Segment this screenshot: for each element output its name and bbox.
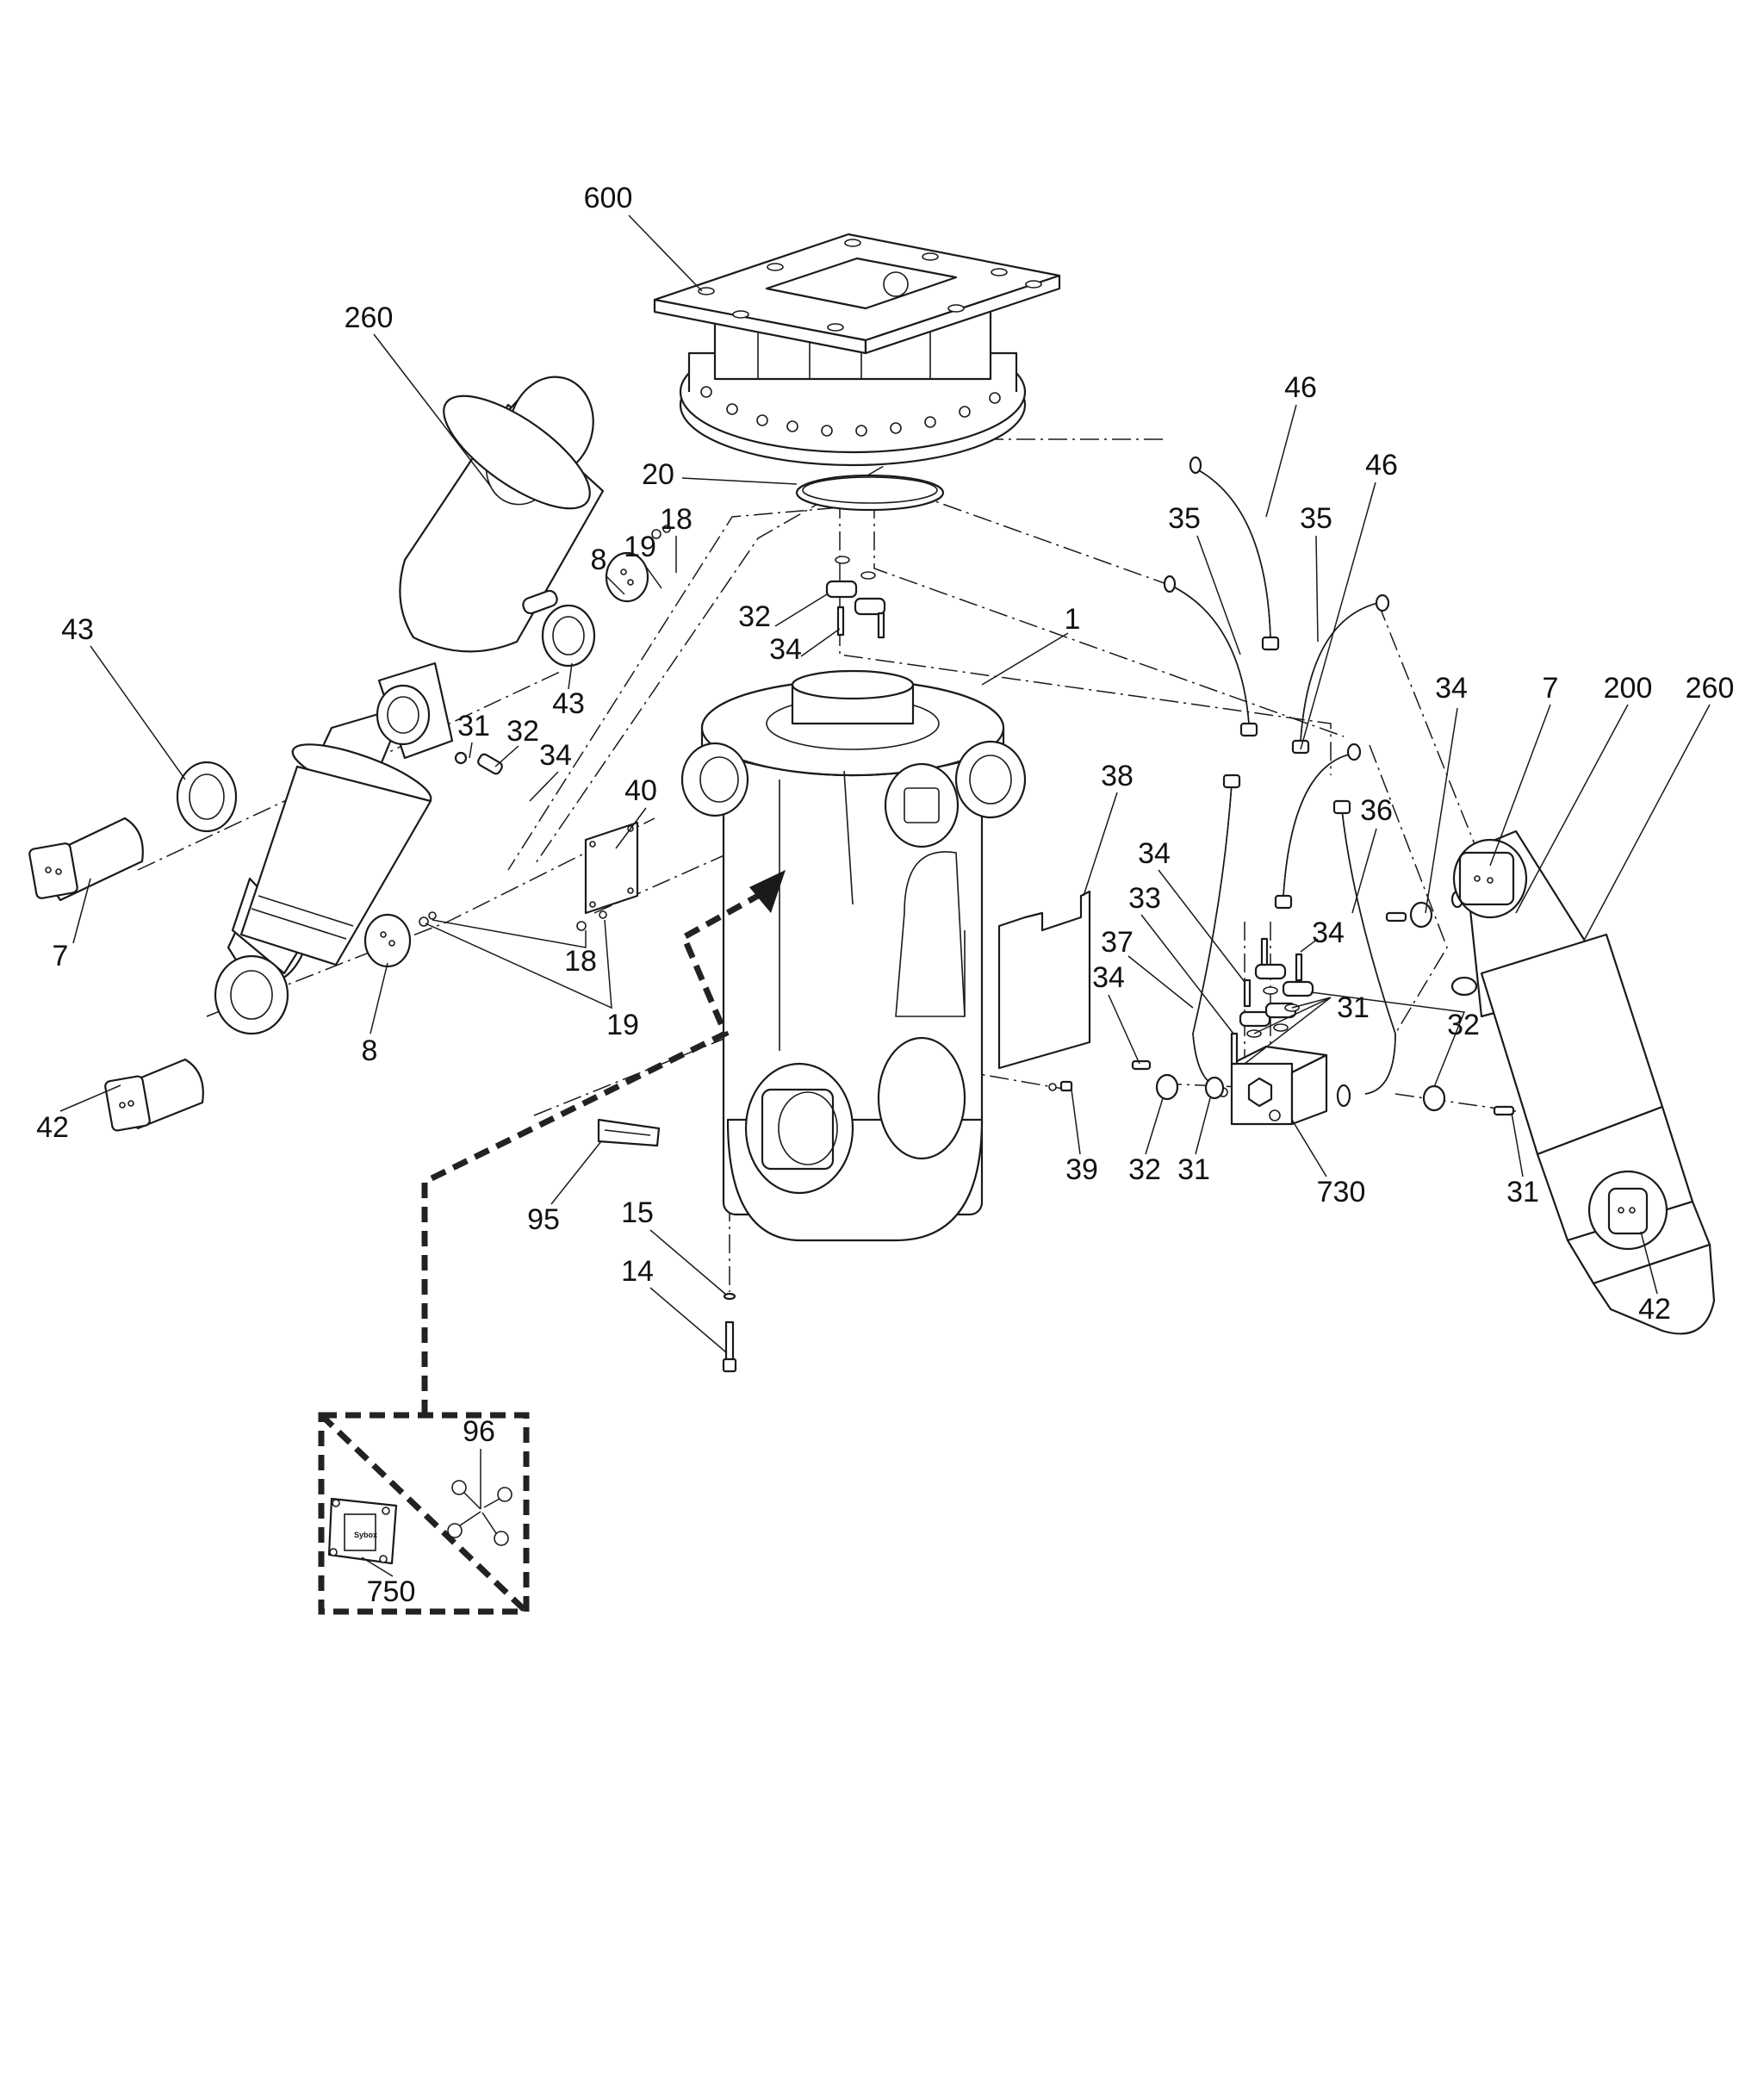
- callout-200: 200: [1604, 672, 1653, 705]
- callout-31-c: 31: [1177, 1153, 1210, 1186]
- plate-fasteners: [419, 525, 671, 931]
- callout-14: 14: [621, 1255, 654, 1288]
- callout-18-a: 18: [660, 503, 693, 536]
- valve-block: [1204, 1045, 1351, 1126]
- callout-37: 37: [1101, 926, 1134, 959]
- callout-43-b: 43: [552, 687, 585, 720]
- callout-34-d: 34: [1138, 837, 1171, 870]
- callout-600: 600: [584, 182, 633, 214]
- callout-260-left: 260: [345, 301, 394, 334]
- module-logo: Sybox: [354, 1531, 377, 1539]
- callout-46-a: 46: [1284, 371, 1317, 404]
- callout-38: 38: [1101, 760, 1134, 792]
- o-ring-seal: [795, 474, 945, 512]
- callout-40: 40: [624, 774, 657, 807]
- callout-15: 15: [621, 1196, 654, 1229]
- callout-34-e: 34: [1312, 916, 1345, 949]
- callout-7-b: 7: [1543, 672, 1559, 705]
- callout-95: 95: [527, 1203, 560, 1236]
- top-flange-clamps: [825, 556, 886, 639]
- electronic-module: Sybox: [327, 1497, 398, 1565]
- callout-39: 39: [1065, 1153, 1098, 1186]
- decal: [597, 1118, 661, 1147]
- callout-35-b: 35: [1300, 502, 1332, 535]
- callout-96: 96: [463, 1415, 495, 1448]
- rivets: [447, 1480, 512, 1546]
- callout-34-f: 34: [1092, 961, 1125, 994]
- callout-8-a: 8: [591, 544, 607, 576]
- left-pins-and-rings: [28, 551, 649, 1132]
- cylinder-barrel-left: [399, 376, 605, 653]
- valve-flange-clamps: [1131, 890, 1515, 1116]
- main-frame: [680, 669, 1027, 1242]
- callout-34-a: 34: [769, 633, 802, 666]
- callout-18-b: 18: [564, 945, 597, 978]
- callout-8-b: 8: [362, 1034, 378, 1067]
- callout-34-c: 34: [1435, 672, 1468, 705]
- callout-7-a: 7: [53, 940, 69, 972]
- hoses: [1163, 456, 1396, 1095]
- flange-bolts: [700, 386, 1001, 437]
- callout-730: 730: [1317, 1176, 1366, 1208]
- callout-32-c: 32: [1447, 1009, 1480, 1041]
- detail-arrow-icon: [749, 870, 786, 913]
- callout-750: 750: [367, 1575, 416, 1608]
- cylinder-rod-left: [214, 662, 454, 1035]
- callout-34-b: 34: [539, 739, 572, 772]
- callout-32-b: 32: [506, 715, 539, 748]
- callout-31-d: 31: [1506, 1176, 1539, 1208]
- callout-19-b: 19: [606, 1009, 639, 1041]
- cover-plate: [584, 821, 639, 915]
- cylinder-barrel-right: [1480, 933, 1716, 1335]
- callout-33: 33: [1128, 882, 1161, 915]
- callout-43-a: 43: [61, 613, 94, 646]
- callout-31-a: 31: [457, 710, 490, 742]
- guard-screw: [1048, 1080, 1073, 1092]
- callout-labels: 600 260 20 46 46 35 35 18 19 8 43 32 34 …: [36, 182, 1734, 1608]
- callout-36: 36: [1360, 794, 1393, 827]
- callout-32-a: 32: [738, 600, 771, 633]
- bottom-bolt: [722, 1292, 737, 1373]
- callout-19-a: 19: [624, 531, 656, 563]
- callout-31-b: 31: [1337, 991, 1370, 1024]
- callout-32-d: 32: [1128, 1153, 1161, 1186]
- detail-callout: [318, 870, 786, 1615]
- top-mount-rotator: [653, 233, 1061, 467]
- callout-20: 20: [642, 458, 674, 491]
- callout-42-a: 42: [36, 1111, 69, 1144]
- mount-bolt-holes: [698, 239, 1042, 332]
- callout-42-b: 42: [1638, 1293, 1671, 1326]
- leader-lines: [59, 214, 1711, 1577]
- guard-plate: [997, 890, 1091, 1070]
- callout-1: 1: [1065, 603, 1081, 636]
- callout-35-a: 35: [1168, 502, 1201, 535]
- callout-260-right: 260: [1686, 672, 1735, 705]
- callout-46-b: 46: [1365, 449, 1398, 481]
